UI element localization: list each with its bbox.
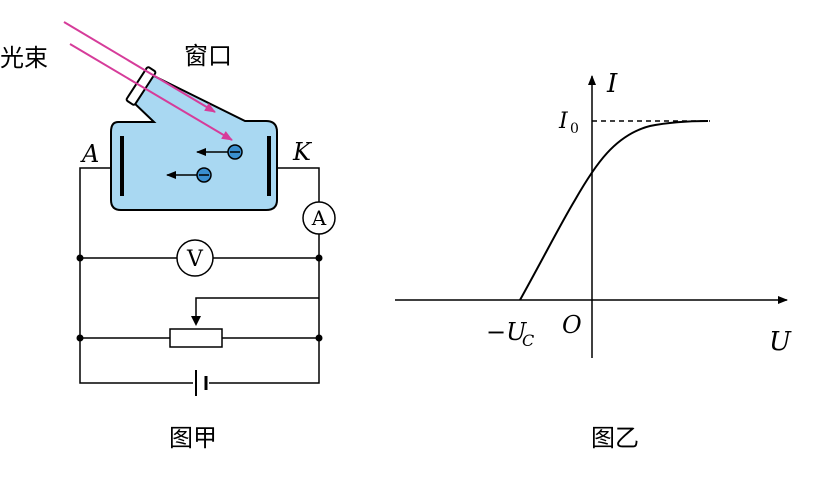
svg-text:V: V bbox=[186, 247, 204, 272]
label-cathode: K bbox=[292, 138, 313, 166]
rheostat bbox=[169, 328, 223, 348]
light-ray-2 bbox=[69, 43, 233, 141]
voltmeter: V bbox=[176, 239, 214, 277]
svg-text:C: C bbox=[522, 331, 534, 350]
electron-1 bbox=[227, 144, 243, 160]
label-stopping-voltage: −U C bbox=[486, 318, 534, 350]
svg-text:A: A bbox=[311, 206, 327, 230]
figure-a-circuit: A V 光束 窗口 A K 图甲 bbox=[0, 21, 336, 452]
ammeter: A bbox=[302, 201, 336, 235]
label-light-beam: 光束 bbox=[0, 44, 48, 72]
circuit-wires bbox=[79, 167, 320, 384]
label-current-axis: I bbox=[606, 69, 618, 99]
caption-figure-b: 图乙 bbox=[591, 424, 639, 452]
caption-figure-a: 图甲 bbox=[169, 424, 217, 452]
svg-text:I: I bbox=[558, 109, 569, 134]
label-saturation-current: I 0 bbox=[558, 109, 579, 137]
battery bbox=[195, 370, 208, 396]
label-anode: A bbox=[80, 140, 99, 168]
junction-dots bbox=[76, 254, 323, 342]
figure-b-graph: I I 0 U O −U C 图乙 bbox=[395, 69, 792, 452]
svg-text:0: 0 bbox=[570, 121, 579, 137]
photo-tube bbox=[110, 72, 278, 211]
label-voltage-axis: U bbox=[769, 327, 792, 357]
label-origin: O bbox=[562, 311, 582, 339]
electron-2 bbox=[196, 167, 212, 183]
label-window: 窗口 bbox=[184, 42, 232, 70]
svg-text:−U: −U bbox=[486, 318, 527, 346]
iu-curve bbox=[519, 120, 709, 301]
slider-arrow bbox=[191, 316, 201, 326]
light-ray-1 bbox=[63, 21, 216, 113]
